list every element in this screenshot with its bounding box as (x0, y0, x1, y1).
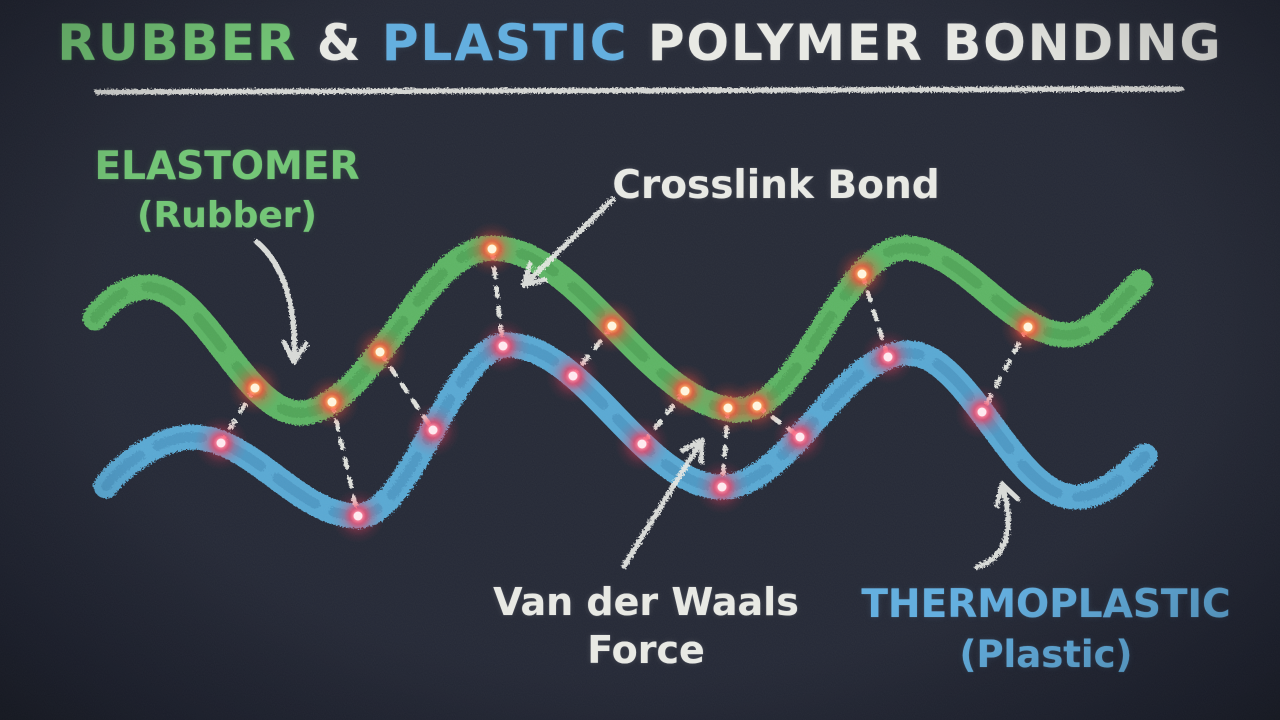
thermoplastic-label-title: THERMOPLASTIC (861, 582, 1231, 627)
title-word-plastic: PLASTIC (381, 14, 629, 72)
van-der-waals-label-line2: Force (587, 628, 705, 672)
crosslink-bond-label: Crosslink Bond (576, 163, 976, 208)
thermoplastic-label-subtitle: (Plastic) (959, 633, 1133, 676)
title-ampersand: & (297, 14, 382, 72)
elastomer-label-title: ELASTOMER (94, 144, 360, 189)
crosslink-bond-label-text: Crosslink Bond (612, 163, 940, 208)
elastomer-label-subtitle: (Rubber) (137, 195, 317, 236)
title-word-rubber: RUBBER (57, 14, 298, 72)
van-der-waals-label-line1: Van der Waals (493, 580, 799, 624)
van-der-waals-label: Van der Waals Force (470, 578, 822, 674)
elastomer-label: ELASTOMER (Rubber) (84, 142, 370, 240)
page-title: RUBBER & PLASTIC POLYMER BONDING (0, 14, 1280, 72)
title-word-polymer-bonding: POLYMER BONDING (628, 14, 1223, 72)
thermoplastic-label: THERMOPLASTIC (Plastic) (858, 580, 1234, 680)
